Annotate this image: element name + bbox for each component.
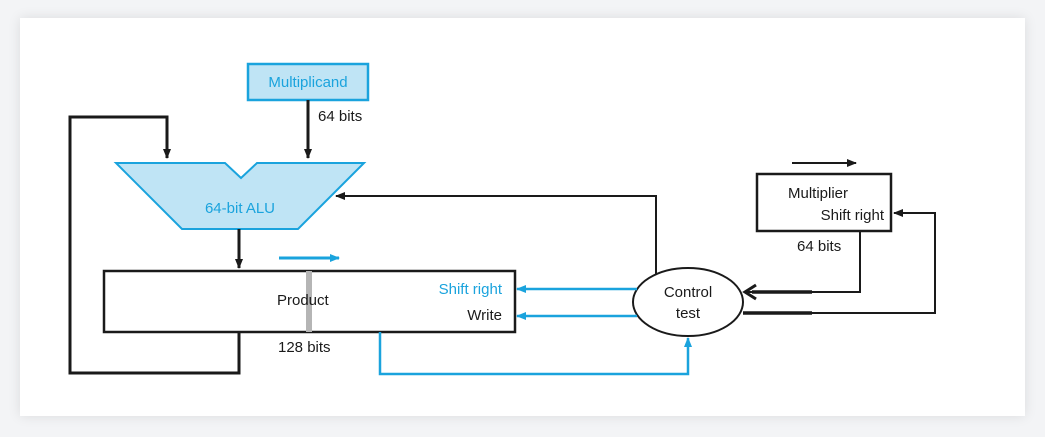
multiplier-label: Multiplier [788, 185, 848, 202]
alu-shape [113, 162, 367, 230]
multiplicand-label: Multiplicand [268, 74, 347, 91]
product-shift-right-label: Shift right [439, 281, 503, 298]
multiplicand-box [246, 62, 370, 102]
product-to-control-line [378, 332, 692, 376]
multiplicand-bits-label: 64 bits [318, 108, 362, 125]
multiplier-to-control-arrowhead [742, 283, 757, 301]
product-write-label: Write [467, 307, 502, 324]
multiplier-bits-label: 64 bits [797, 238, 841, 255]
multiplier-shift-right-label: Shift right [821, 207, 885, 224]
product-feedback-line [68, 115, 241, 375]
product-bits-label: 128 bits [278, 339, 331, 356]
control-to-multiplier-line [812, 209, 936, 314]
control-label: Control [664, 284, 712, 301]
control-to-alu-line [335, 192, 657, 274]
test-label: test [676, 305, 701, 322]
multiplier-register [755, 172, 893, 233]
product-label: Product [277, 292, 330, 309]
control-test-ellipse [632, 267, 744, 337]
alu-label: 64-bit ALU [205, 200, 275, 217]
